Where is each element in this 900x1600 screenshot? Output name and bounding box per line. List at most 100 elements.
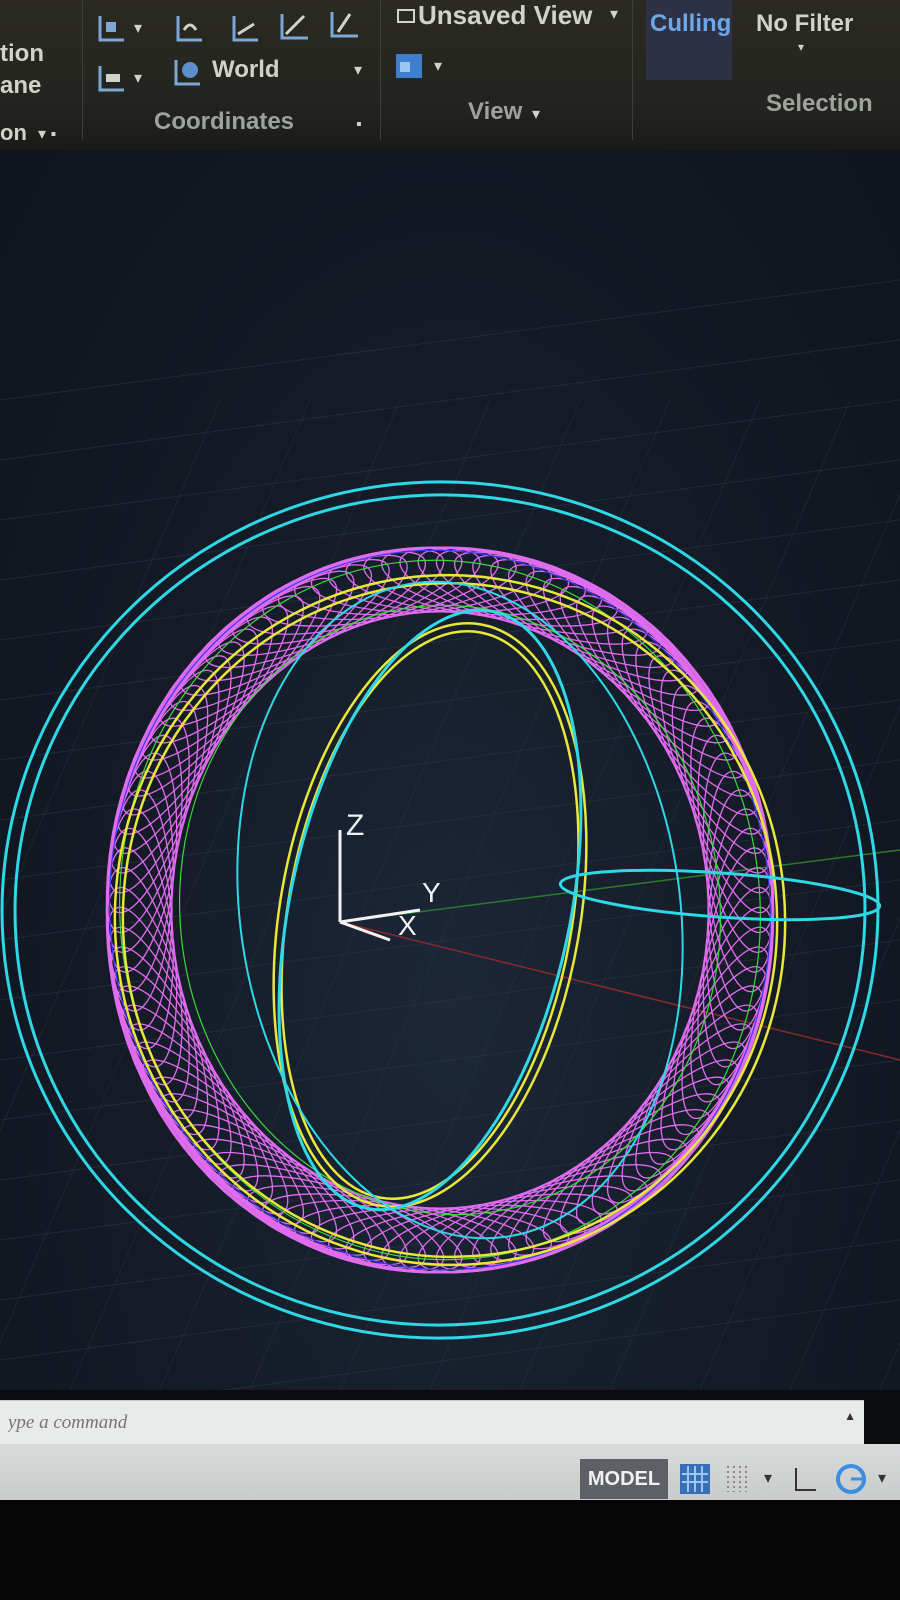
- coordinates-dropdown[interactable]: World: [212, 56, 280, 83]
- tube-ring: [542, 1076, 731, 1243]
- axis-label-z: Z: [346, 809, 364, 842]
- no-filter-button[interactable]: No Filter: [756, 10, 854, 37]
- named-view-icon: [396, 6, 416, 26]
- grid-line: [0, 819, 900, 941]
- command-line: ▲: [0, 1400, 864, 1445]
- ortho-icon[interactable]: [790, 1462, 820, 1496]
- grid-line: [0, 1059, 900, 1181]
- tube-ring: [621, 985, 764, 1192]
- grid-line: [0, 1119, 900, 1241]
- ucs-named-dropdown-icon[interactable]: ▾: [134, 70, 143, 87]
- grid-line: [789, 1129, 900, 1390]
- partial-group-label[interactable]: on: [0, 120, 27, 145]
- axis-label-x: X: [398, 910, 417, 941]
- tube-ring: [507, 1108, 711, 1256]
- drawing-viewport[interactable]: Z Y X: [0, 150, 900, 1390]
- ucs-z-axis-icon[interactable]: [276, 8, 312, 44]
- tube-ring: [105, 717, 190, 954]
- model-space-tab[interactable]: MODEL: [580, 1459, 668, 1499]
- x-axis-line: [339, 921, 900, 1061]
- view-group-arrow-icon[interactable]: ▾: [532, 106, 541, 123]
- ucs-world-icon[interactable]: [228, 12, 262, 46]
- snap-mode-icon[interactable]: [722, 1462, 752, 1496]
- ribbon-separator: [632, 0, 633, 140]
- ucs-previous-icon[interactable]: [172, 12, 206, 46]
- tube-ring: [116, 628, 259, 835]
- command-input[interactable]: [6, 1407, 830, 1439]
- grid-display-icon[interactable]: [678, 1462, 712, 1496]
- view-group-label[interactable]: View: [468, 98, 523, 125]
- partial-label-mid[interactable]: ane: [0, 72, 42, 99]
- partial-label-top[interactable]: tion: [0, 40, 44, 67]
- guide-ring: [119, 559, 761, 1261]
- wireframe-scene: Z Y X: [0, 279, 900, 1390]
- ucs-3point-icon[interactable]: [326, 6, 362, 42]
- tube-ring: [121, 616, 274, 816]
- ribbon-separator: [380, 0, 381, 140]
- grid-line: [0, 399, 900, 521]
- grid-line: [0, 639, 900, 761]
- ucs-dropdown-icon[interactable]: ▾: [134, 20, 143, 37]
- inner-cyan-ring: [236, 580, 684, 1240]
- tube-ring: [525, 1093, 721, 1250]
- grid-line: [0, 399, 311, 1132]
- snap-dropdown-icon[interactable]: ▾: [764, 1470, 773, 1487]
- path-ring: [113, 573, 787, 1267]
- grid-line: [0, 999, 900, 1121]
- grid-line: [159, 399, 581, 1390]
- axis-label-y: Y: [422, 877, 441, 908]
- grid-line: [0, 1239, 900, 1361]
- coordinates-expand-icon[interactable]: ▪: [356, 116, 362, 133]
- visual-style-dropdown-icon[interactable]: ▾: [434, 58, 443, 75]
- monitor-bezel: [0, 1500, 900, 1600]
- view-dropdown-arrow-icon[interactable]: ▾: [610, 6, 619, 23]
- culling-button[interactable]: [646, 0, 732, 80]
- world-globe-icon: [172, 56, 204, 88]
- outer-ring: [0, 480, 880, 1340]
- tube-ring: [159, 570, 355, 727]
- selection-group-label: Selection: [766, 90, 873, 117]
- ground-grid: [0, 279, 900, 1390]
- grid-line: [699, 917, 900, 1390]
- group-expand-icon[interactable]: ▾ ▪: [38, 126, 57, 143]
- inner-ring: [272, 622, 588, 1208]
- grid-line: [0, 699, 900, 821]
- grid-line: [0, 279, 900, 401]
- coordinates-dropdown-arrow-icon[interactable]: ▾: [354, 62, 363, 79]
- status-bar: [0, 1444, 900, 1500]
- grid-line: [429, 399, 851, 1390]
- ribbon: tion ane on ▾ ▪ ▾ ▾ World ▾ Coordinates …: [0, 0, 900, 151]
- inner-cyan-ring: [277, 608, 583, 1212]
- grid-line: [609, 705, 900, 1390]
- tube-ring: [706, 770, 773, 1012]
- view-dropdown[interactable]: Unsaved View: [418, 0, 593, 30]
- culling-label[interactable]: Culling: [650, 10, 732, 37]
- polar-dropdown-icon[interactable]: ▾: [878, 1470, 887, 1487]
- guide-ring: [178, 604, 722, 1216]
- profile-ellipse: [558, 868, 882, 922]
- path-ring: [121, 581, 779, 1259]
- grid-line: [0, 399, 221, 920]
- grid-line: [0, 459, 900, 581]
- y-axis-line: [339, 849, 900, 923]
- tube-ring: [169, 564, 373, 712]
- ucs-icon[interactable]: [94, 12, 128, 46]
- visual-style-icon[interactable]: [394, 52, 424, 80]
- ucs-named-icon[interactable]: [94, 62, 128, 96]
- grid-line: [0, 339, 900, 461]
- ribbon-separator: [82, 0, 83, 140]
- ucs-axis-icon: [338, 830, 421, 942]
- tube-ring: [106, 734, 183, 973]
- polar-tracking-icon[interactable]: [834, 1462, 868, 1496]
- tube-ring: [417, 547, 648, 645]
- grid-line: [0, 939, 900, 1061]
- command-history-up-icon[interactable]: ▲: [844, 1409, 856, 1423]
- tube-ring: [149, 577, 338, 744]
- grid-line: [0, 579, 900, 701]
- guide-ring: [109, 549, 771, 1271]
- torus-wireframe: [0, 480, 882, 1340]
- grid-line: [221, 1299, 900, 1390]
- tube-ring: [232, 1175, 463, 1273]
- outer-ring: [13, 493, 867, 1327]
- filter-dropdown-icon[interactable]: ▾: [798, 40, 805, 54]
